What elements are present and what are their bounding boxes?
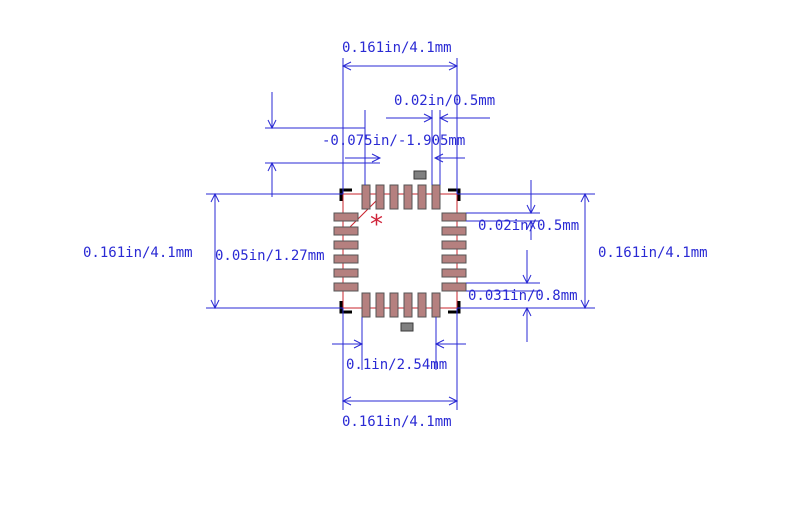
label-top-width: 0.161in/4.1mm bbox=[342, 40, 452, 56]
dim-left-height: 0.161in/4.1mm bbox=[83, 192, 343, 310]
dim-bottom-width: 0.161in/4.1mm bbox=[341, 308, 459, 430]
label-offset: -0.075in/-1.905mm bbox=[322, 133, 465, 149]
label-pitch-vertical: 0.05in/1.27mm bbox=[215, 248, 325, 264]
dim-pad-width: 0.02in/0.5mm bbox=[386, 93, 495, 185]
component-body bbox=[342, 193, 458, 309]
pin1-marker: * bbox=[370, 210, 383, 240]
right-pads bbox=[441, 212, 467, 292]
dim-right-pad-width: 0.02in/0.5mm bbox=[466, 180, 579, 240]
dim-right-pad-length: 0.031in/0.8mm bbox=[466, 250, 578, 342]
label-bottom-width: 0.161in/4.1mm bbox=[342, 414, 452, 430]
corner-marks bbox=[339, 188, 461, 314]
dim-bottom-pitch: 0.1in/2.54mm bbox=[332, 317, 466, 373]
label-right-pad-width: 0.02in/0.5mm bbox=[478, 218, 579, 234]
top-pads bbox=[361, 170, 441, 210]
label-pad-width: 0.02in/0.5mm bbox=[394, 93, 495, 109]
dim-top-width: 0.161in/4.1mm bbox=[341, 40, 459, 194]
dim-offset: -0.075in/-1.905mm bbox=[265, 92, 465, 197]
label-bottom-pitch: 0.1in/2.54mm bbox=[346, 357, 447, 373]
label-right-pad-length: 0.031in/0.8mm bbox=[468, 288, 578, 304]
bottom-pads bbox=[361, 292, 441, 332]
left-pads bbox=[333, 212, 359, 292]
label-left-height: 0.161in/4.1mm bbox=[83, 245, 193, 261]
dim-right-height: 0.161in/4.1mm bbox=[457, 192, 708, 310]
label-right-height: 0.161in/4.1mm bbox=[598, 245, 708, 261]
